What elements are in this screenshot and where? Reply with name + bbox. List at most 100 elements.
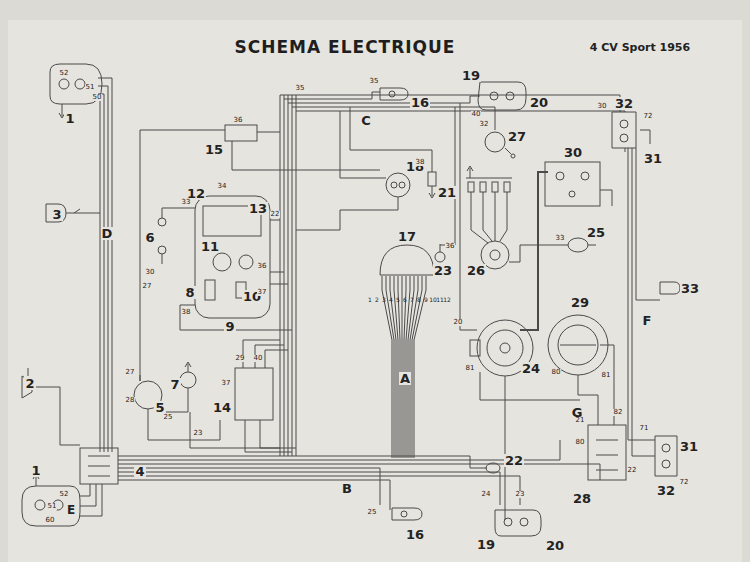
wire-number: 27 — [142, 283, 153, 290]
wire-number: 35 — [295, 85, 306, 92]
wire-number: 82 — [613, 409, 624, 416]
wire-number: 30 — [145, 269, 156, 276]
wire-number: 8 — [417, 297, 421, 303]
wire-number: 51 — [85, 84, 96, 91]
callout-number: D — [101, 227, 114, 240]
wire-number: 60 — [45, 517, 56, 524]
wire-number: 37 — [221, 380, 232, 387]
callout-number: 32 — [656, 484, 676, 497]
wire-number: 30 — [597, 103, 608, 110]
callout-number: 11 — [200, 240, 220, 253]
callout-number: 27 — [507, 130, 527, 143]
wire-number: 22 — [627, 467, 638, 474]
callout-number: 31 — [679, 440, 699, 453]
callout-number: 22 — [504, 454, 524, 467]
wire-number: 28 — [125, 397, 136, 404]
wire-number: 33 — [555, 235, 566, 242]
wire-number: 3 — [382, 297, 386, 303]
callout-number: 6 — [144, 231, 155, 244]
wire-number: 7 — [410, 297, 414, 303]
callout-number: 5 — [154, 401, 165, 414]
wire-number: 23 — [515, 491, 526, 498]
diagram-title: SCHEMA ELECTRIQUE — [235, 39, 456, 56]
wire-number: 21 — [575, 417, 586, 424]
wire-number: 80 — [551, 369, 562, 376]
callout-number: 19 — [476, 538, 496, 551]
wire-number: 36 — [233, 117, 244, 124]
wire-number: 52 — [59, 491, 70, 498]
callout-number: 15 — [204, 143, 224, 156]
wire-number: 35 — [369, 78, 380, 85]
callout-number: 19 — [461, 69, 481, 82]
callout-number: 9 — [224, 320, 235, 333]
callout-number: 14 — [212, 401, 232, 414]
wire-number: 2 — [375, 297, 379, 303]
callout-number: 7 — [169, 378, 180, 391]
callout-number: 16 — [410, 96, 430, 109]
callout-number: 24 — [521, 362, 541, 375]
callout-number: 23 — [433, 264, 453, 277]
callout-number: 29 — [570, 296, 590, 309]
wire-number: 52 — [59, 70, 70, 77]
wire-number: 23 — [193, 430, 204, 437]
wire-number: 72 — [679, 479, 690, 486]
callout-number: 20 — [529, 96, 549, 109]
wire-number: 80 — [575, 439, 586, 446]
wire-number: 9 — [424, 297, 428, 303]
wire-number: 24 — [481, 491, 492, 498]
wire-number: 27 — [125, 369, 136, 376]
callout-number: 17 — [397, 230, 417, 243]
wire-number: 34 — [217, 183, 228, 190]
wire-number: 4 — [389, 297, 393, 303]
wire-number: 12 — [443, 297, 451, 303]
callout-number: F — [642, 314, 653, 327]
callout-number: 28 — [572, 492, 592, 505]
wire-number: 22 — [270, 211, 281, 218]
callout-number: A — [399, 372, 411, 385]
wire-number: 11 — [436, 297, 444, 303]
wire-number: 29 — [235, 355, 246, 362]
callout-number: C — [360, 114, 372, 127]
wire-number: 37 — [257, 289, 268, 296]
wire-number: 40 — [471, 111, 482, 118]
callout-number: 33 — [680, 282, 700, 295]
callout-number: 8 — [184, 286, 195, 299]
wire-number: 40 — [253, 355, 264, 362]
callout-number: 1 — [64, 112, 75, 125]
wire-number: 36 — [445, 243, 456, 250]
callout-number: 31 — [643, 152, 663, 165]
wire-number: 6 — [403, 297, 407, 303]
callout-number: 4 — [134, 465, 145, 478]
callout-number: B — [341, 482, 353, 495]
wire-number: 25 — [367, 509, 378, 516]
callout-number: 13 — [248, 202, 268, 215]
wire-number: 38 — [415, 159, 426, 166]
callout-number: 30 — [563, 146, 583, 159]
wire-number: 71 — [639, 425, 650, 432]
callout-number: 26 — [466, 264, 486, 277]
callout-number: 21 — [437, 186, 457, 199]
callout-number: 1 — [30, 464, 41, 477]
wire-number: 33 — [181, 199, 192, 206]
wire-number: 50 — [92, 94, 103, 101]
callout-number: 25 — [586, 226, 606, 239]
wire-number: 72 — [643, 113, 654, 120]
callout-number: 20 — [545, 539, 565, 552]
wire-number: 1 — [368, 297, 372, 303]
wire-number: 81 — [601, 372, 612, 379]
callout-number: 3 — [51, 208, 62, 221]
wire-number: 36 — [257, 263, 268, 270]
callout-number: 2 — [24, 377, 35, 390]
wire-number: 51 — [47, 503, 58, 510]
callout-number: 32 — [614, 97, 634, 110]
edition-note: 4 CV Sport 1956 — [589, 42, 691, 53]
wire-number: 10 — [429, 297, 437, 303]
wire-number: 38 — [181, 309, 192, 316]
wire-number: 81 — [465, 365, 476, 372]
callout-number: 16 — [405, 528, 425, 541]
wire-number: 32 — [479, 121, 490, 128]
wire-number: 20 — [453, 319, 464, 326]
wire-number: 5 — [396, 297, 400, 303]
wire-number: 25 — [163, 414, 174, 421]
callout-number: E — [66, 504, 76, 516]
